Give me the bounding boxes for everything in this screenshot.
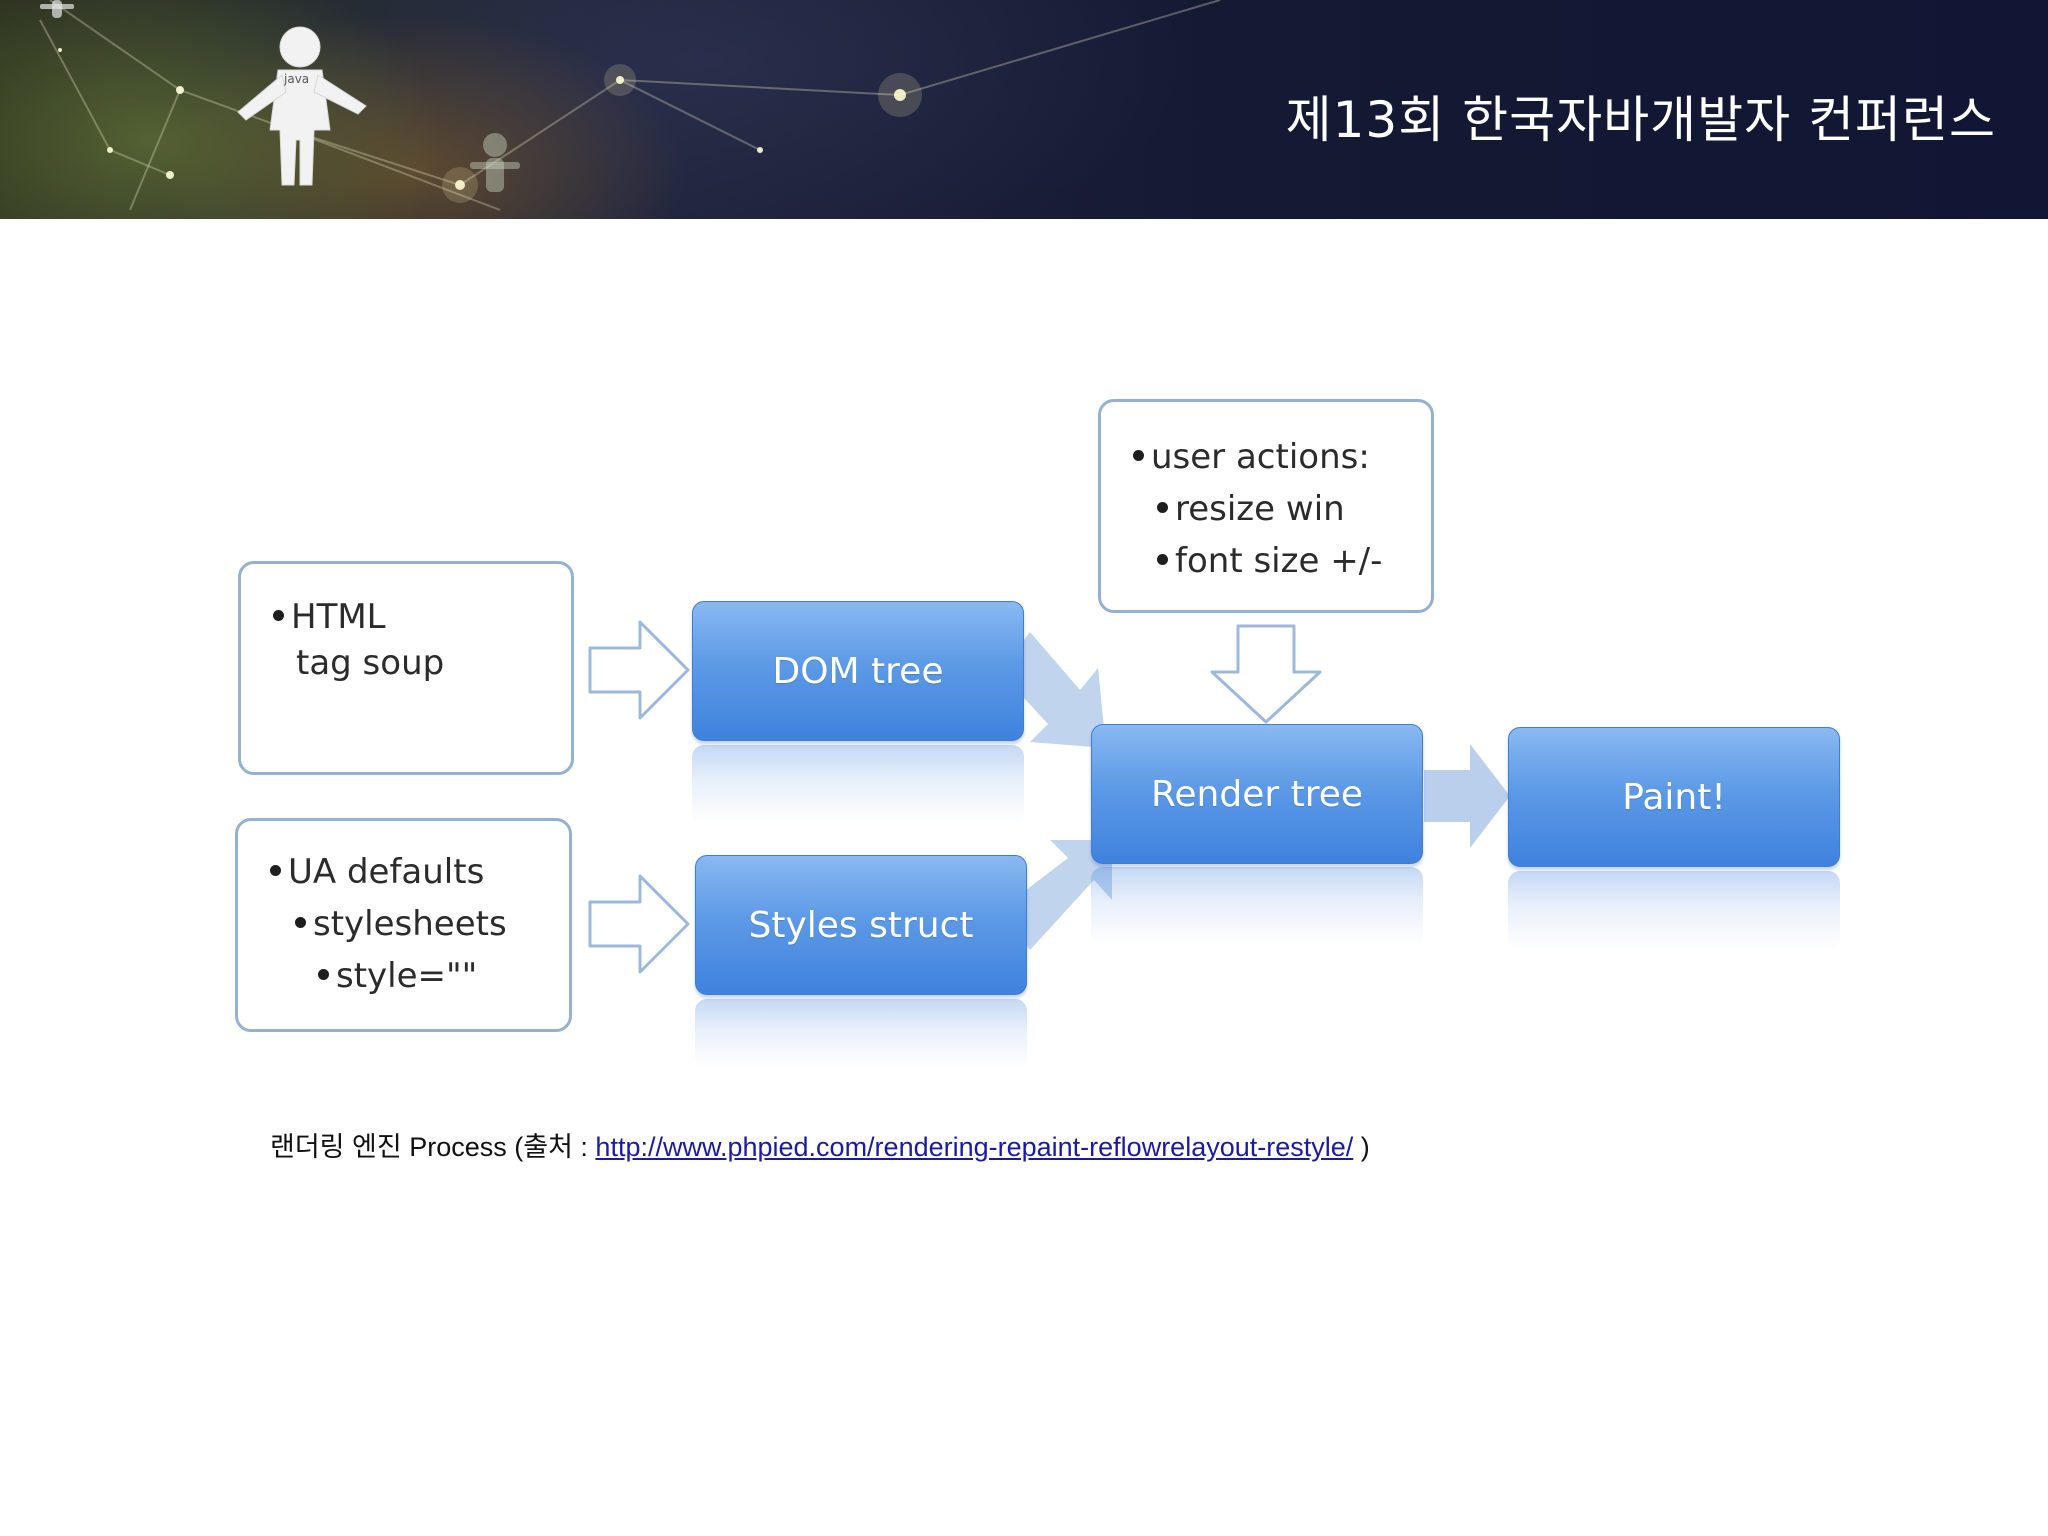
bullet-icon — [1157, 554, 1168, 565]
java-mascot-icon — [237, 26, 367, 186]
conference-title: 제13회 한국자바개발자 컨퍼런스 — [1285, 91, 1996, 149]
bullet-icon — [270, 865, 281, 876]
ua-defaults-line: UA defaults — [270, 849, 484, 895]
dom-tree-box: DOM tree — [692, 601, 1024, 741]
render-tree-box: Render tree — [1091, 724, 1423, 864]
struct-to-render-arrow-icon — [1000, 840, 1112, 950]
font-size-line: font size +/- — [1157, 538, 1382, 584]
user-actions-box: user actions: resize win font size +/- — [1098, 399, 1434, 613]
style-attr-line: style="" — [318, 953, 477, 999]
user-actions-line: user actions: — [1133, 434, 1370, 480]
tag-soup-line: tag soup — [296, 643, 445, 683]
header-banner: java 제13회 한국자바개발자 컨퍼런스 — [0, 0, 2048, 219]
html-source-box: HTML tag soup — [238, 561, 574, 775]
bullet-icon — [1157, 502, 1168, 513]
html-line: HTML — [273, 594, 386, 640]
styles-to-struct-arrow-icon — [588, 874, 690, 974]
stylesheets-line: stylesheets — [295, 901, 507, 947]
dom-to-render-arrow-icon — [1000, 632, 1106, 748]
render-to-paint-arrow-icon — [1424, 744, 1510, 848]
source-link[interactable]: http://www.phpied.com/rendering-repaint-… — [595, 1132, 1354, 1162]
styles-struct-box: Styles struct — [695, 855, 1027, 995]
render-tree-reflection — [1091, 867, 1423, 947]
styles-struct-reflection — [695, 999, 1027, 1069]
bullet-icon — [1133, 450, 1144, 461]
paint-reflection — [1508, 871, 1840, 951]
bullet-icon — [318, 969, 329, 980]
paint-box: Paint! — [1508, 727, 1840, 867]
html-to-dom-arrow-icon — [588, 620, 690, 720]
bullet-icon — [295, 917, 306, 928]
caption-suffix: ) — [1353, 1132, 1370, 1162]
caption-prefix: 랜더링 엔진 Process (출처 : — [270, 1132, 596, 1162]
diagram-caption: 랜더링 엔진 Process (출처 : http://www.phpied.c… — [270, 1125, 1370, 1164]
style-sources-box: UA defaults stylesheets style="" — [235, 818, 572, 1032]
mascot-label: java — [284, 72, 310, 86]
bullet-icon — [273, 610, 284, 621]
resize-win-line: resize win — [1157, 486, 1345, 532]
small-figure-icon — [470, 133, 520, 192]
actions-to-render-arrow-icon — [1210, 624, 1322, 724]
constellation-art — [39, 0, 1221, 211]
dom-tree-reflection — [692, 745, 1024, 825]
